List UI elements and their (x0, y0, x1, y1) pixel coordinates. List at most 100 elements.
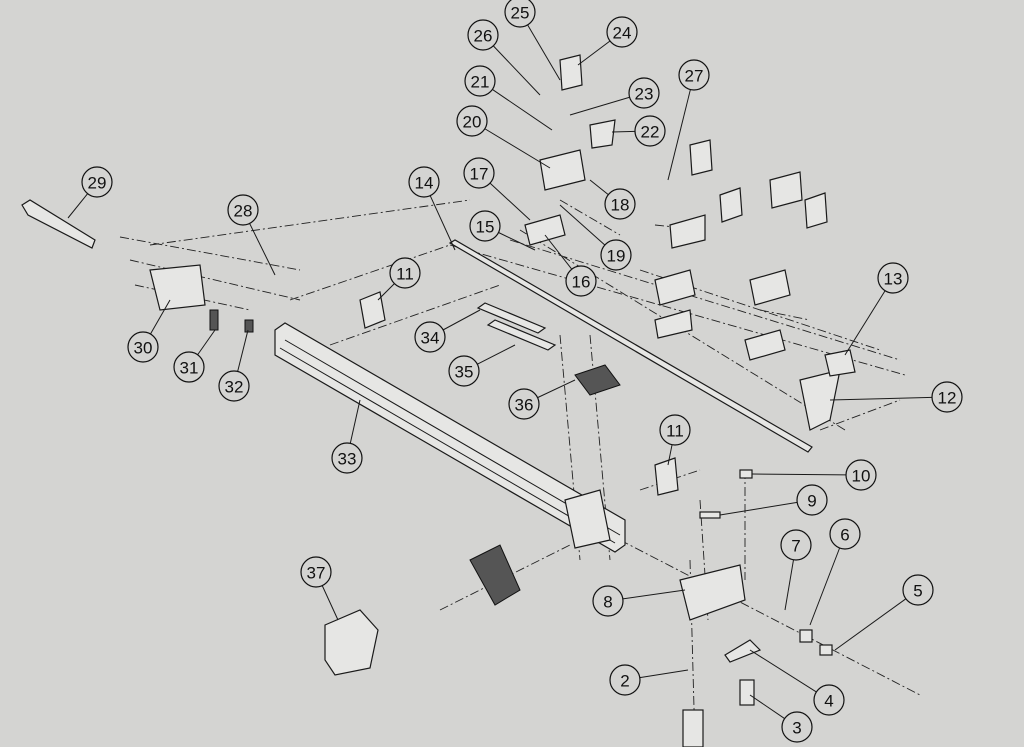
callout-number: 11 (666, 422, 684, 441)
callout-19: 19 (559, 204, 632, 271)
leader-line (829, 396, 933, 401)
callout-8: 8 (592, 585, 686, 617)
callout-number: 35 (455, 363, 474, 382)
callout-28: 28 (227, 194, 276, 276)
callout-number: 2 (620, 672, 629, 691)
callout-circle (780, 529, 812, 561)
callout-circle (463, 157, 495, 189)
callout-23: 23 (569, 77, 660, 116)
callout-30: 30 (127, 299, 171, 363)
callout-number: 23 (635, 85, 654, 104)
callout-number: 14 (415, 174, 434, 193)
callout-circle (813, 684, 845, 716)
leader-line (527, 24, 561, 81)
callout-5: 5 (834, 574, 934, 651)
leader-line (498, 232, 536, 251)
plates (21, 199, 856, 747)
leader-line (492, 89, 553, 131)
callout-11: 11 (659, 414, 691, 466)
callout-25: 25 (504, 0, 561, 81)
callout-number: 34 (421, 329, 440, 348)
callout-35: 35 (448, 344, 516, 387)
callout-number: 32 (225, 378, 244, 397)
callout-number: 21 (471, 73, 490, 92)
callout-number: 9 (807, 492, 816, 511)
callout-circle (464, 65, 496, 97)
callout-number: 3 (792, 719, 801, 738)
callout-number: 11 (396, 265, 414, 284)
callout-circle (565, 265, 597, 297)
callout-number: 28 (234, 202, 253, 221)
callout-3: 3 (749, 694, 813, 743)
callout-4: 4 (749, 649, 845, 716)
callout-16: 16 (544, 234, 597, 297)
callout-circle (504, 0, 536, 28)
callout-number: 24 (613, 24, 632, 43)
callout-circle (592, 585, 624, 617)
leader-line (477, 344, 516, 365)
leader-line (377, 283, 395, 301)
callout-number: 25 (511, 4, 530, 23)
callout-number: 18 (611, 196, 630, 215)
callout-circle (469, 210, 501, 242)
callout-number: 26 (474, 27, 493, 46)
leader-line (639, 669, 689, 679)
callout-circle (227, 194, 259, 226)
callout-circle (678, 59, 710, 91)
leader-line (489, 182, 531, 221)
callout-17: 17 (463, 157, 531, 221)
callout-number: 29 (88, 174, 107, 193)
callout-circle (829, 518, 861, 550)
callout-18: 18 (589, 179, 636, 220)
leader-line (429, 195, 456, 251)
callout-7: 7 (780, 529, 812, 611)
callout-number: 12 (938, 389, 957, 408)
leader-line (749, 694, 785, 719)
callout-number: 5 (913, 582, 922, 601)
callout-circle (604, 188, 636, 220)
leader-line (834, 598, 907, 651)
callout-13: 13 (844, 262, 909, 356)
leader-line (719, 501, 798, 516)
callout-22: 22 (611, 115, 666, 147)
callout-circle (81, 166, 113, 198)
callout-circle (634, 115, 666, 147)
callout-32: 32 (218, 329, 250, 402)
callout-circle (877, 262, 909, 294)
callout-24: 24 (577, 16, 638, 66)
callout-number: 31 (180, 359, 199, 378)
callout-circle (628, 77, 660, 109)
leader-line (809, 547, 841, 626)
leader-line (249, 223, 276, 276)
leader-line (589, 179, 609, 196)
callout-circle (781, 711, 813, 743)
callout-circle (389, 257, 421, 289)
leader-line (749, 649, 817, 693)
callout-15: 15 (469, 210, 536, 251)
leader-line (442, 309, 481, 331)
leader-line (667, 89, 691, 181)
callout-circle (600, 239, 632, 271)
callout-27: 27 (667, 59, 710, 181)
callout-circle (606, 16, 638, 48)
leader-line (784, 559, 794, 611)
callout-29: 29 (67, 166, 113, 219)
callout-number: 15 (476, 218, 495, 237)
leader-line (321, 585, 339, 621)
leader-line (751, 473, 847, 476)
leader-line (544, 234, 573, 270)
callout-circle (331, 442, 363, 474)
callout-number: 27 (685, 67, 704, 86)
leader-line (844, 290, 886, 356)
callout-circle (414, 321, 446, 353)
callout-number: 20 (463, 113, 482, 132)
callout-circle (173, 351, 205, 383)
callout-36: 36 (508, 379, 576, 420)
callout-circle (448, 355, 480, 387)
callout-10: 10 (751, 459, 877, 491)
callout-circle (300, 556, 332, 588)
callout-circle (456, 105, 488, 137)
carriage-assemblies (524, 54, 828, 361)
